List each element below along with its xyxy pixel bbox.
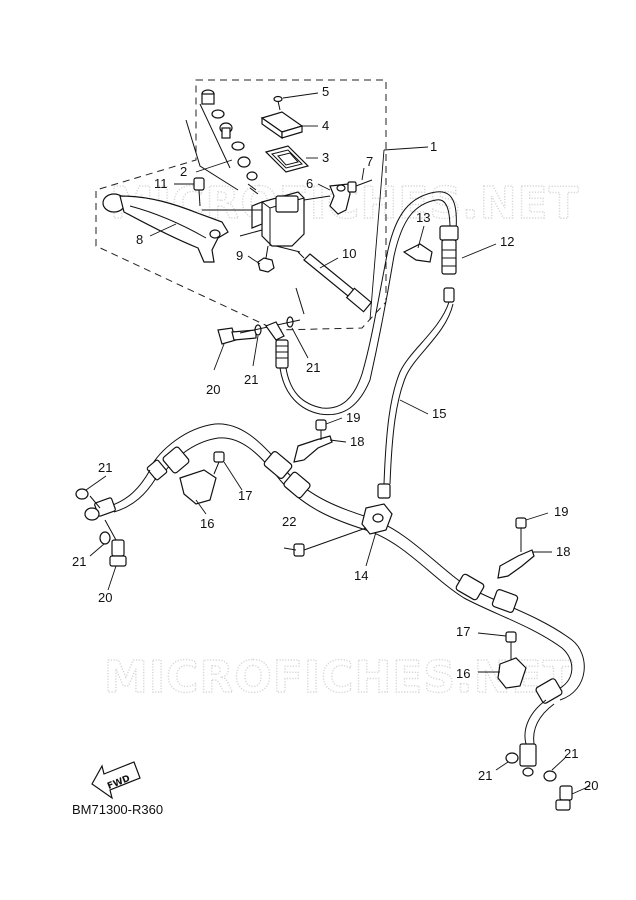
callout-3: 3 [322, 150, 329, 165]
callout-14: 14 [354, 568, 368, 583]
callout-16-upper: 16 [200, 516, 214, 531]
copper-washer-left-2[interactable] [99, 531, 111, 545]
callout-20-left: 20 [98, 590, 112, 605]
hose-joint[interactable] [439, 225, 459, 303]
brake-pipe[interactable] [383, 301, 450, 485]
callout-5: 5 [322, 84, 329, 99]
brake-hose-lower[interactable] [146, 423, 585, 704]
union-bolt-left[interactable] [109, 539, 127, 567]
callout-9: 9 [236, 248, 243, 263]
reservoir-cap[interactable] [260, 111, 304, 140]
cap-screw[interactable] [273, 95, 283, 111]
callout-1: 1 [430, 139, 437, 154]
holder-bolt[interactable] [347, 179, 373, 193]
callout-15: 15 [432, 406, 446, 421]
hose-holder-right[interactable] [497, 631, 527, 689]
pivot-nut[interactable] [257, 245, 275, 273]
brake-hose-upper-end[interactable] [265, 321, 371, 416]
callout-10: 10 [342, 246, 356, 261]
callout-21-left-a: 21 [98, 460, 112, 475]
master-cylinder-body[interactable] [239, 191, 305, 247]
left-alignment-line [89, 495, 117, 541]
copper-washer-right-2[interactable] [543, 770, 557, 782]
watermark-bottom: MICROFICHES.NET [104, 652, 574, 703]
callout-21-top-b: 21 [306, 360, 320, 375]
brake-lever[interactable] [102, 193, 229, 263]
callout-17-upper: 17 [238, 488, 252, 503]
callout-21-top-a: 21 [244, 372, 258, 387]
brake-hose-main-loop[interactable] [361, 191, 457, 375]
brake-pipe-inner [389, 303, 454, 485]
callout-19-lower: 19 [554, 504, 568, 519]
union-bolt-top[interactable] [217, 327, 257, 345]
callout-16-lower: 16 [456, 666, 470, 681]
callout-4: 4 [322, 118, 329, 133]
piston-kit[interactable] [185, 89, 259, 195]
leader-lines [85, 92, 591, 795]
lever-pivot-bolt[interactable] [193, 177, 262, 211]
callout-11: 11 [154, 176, 168, 191]
callout-21-left-b: 21 [72, 554, 86, 569]
callout-22: 22 [282, 514, 296, 529]
callout-7: 7 [366, 154, 373, 169]
callout-21-right-b: 21 [564, 746, 578, 761]
callout-21-right-a: 21 [478, 768, 492, 783]
forward-arrow-icon: FWD [91, 761, 141, 800]
callout-13: 13 [416, 210, 430, 225]
reservoir-diaphragm[interactable] [264, 145, 310, 173]
hose-clamp-right[interactable] [497, 517, 535, 579]
copper-washer-right-1[interactable] [505, 752, 519, 764]
joint-bolt[interactable] [293, 527, 367, 557]
callout-20-right: 20 [584, 778, 598, 793]
callout-17-lower: 17 [456, 624, 470, 639]
brake-pipe-fitting[interactable] [377, 483, 391, 499]
callout-12: 12 [500, 234, 514, 249]
copper-washer-left-1[interactable] [75, 488, 89, 500]
callout-8: 8 [136, 232, 143, 247]
brake-hose-main-loop-inner [369, 199, 451, 381]
callout-2: 2 [180, 164, 187, 179]
callout-18-upper: 18 [350, 434, 364, 449]
hose-holder-upper[interactable] [179, 451, 225, 505]
callout-6: 6 [306, 176, 313, 191]
diagram-code: BM71300-R360 [72, 802, 163, 817]
callout-labels: 1 2 3 4 5 6 7 8 9 10 11 12 13 14 15 16 1… [72, 84, 598, 793]
callout-20-top: 20 [206, 382, 220, 397]
callout-19-upper: 19 [346, 410, 360, 425]
brake-hose-right-end[interactable] [519, 699, 555, 777]
hose-guide[interactable] [402, 243, 433, 263]
stop-switch[interactable] [275, 245, 373, 313]
hose-clamp-upper[interactable] [293, 419, 333, 463]
three-way-joint[interactable] [361, 503, 393, 535]
callout-18-lower: 18 [556, 544, 570, 559]
union-bolt-right[interactable] [555, 785, 573, 811]
brake-hose-left-end[interactable] [84, 469, 157, 521]
